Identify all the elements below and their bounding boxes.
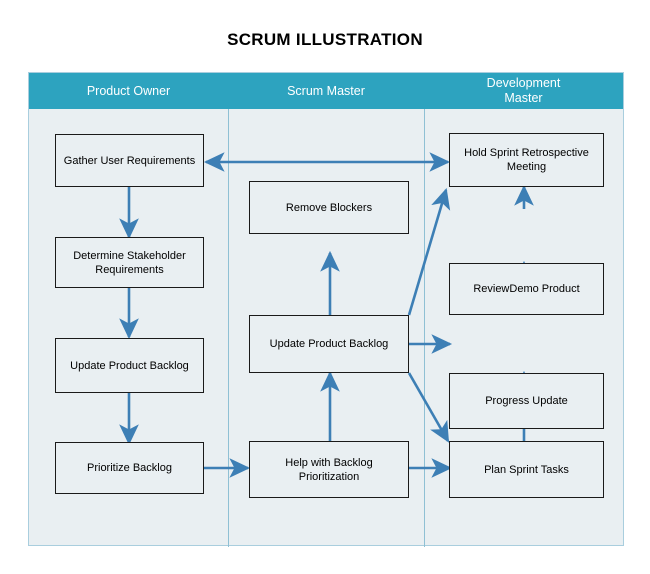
swimlane-header-scrum-master: Scrum Master: [228, 73, 424, 109]
node-label: Progress Update: [485, 395, 568, 407]
node-label: ReviewDemo Product: [473, 283, 580, 295]
node-prioritize-backlog[interactable]: Prioritize Backlog: [55, 442, 204, 494]
node-update-product-backlog-po[interactable]: Update Product Backlog: [55, 338, 204, 393]
node-label: Determine Stakeholder Requirements: [73, 249, 186, 276]
node-hold-sprint-retrospective-meeting[interactable]: Hold Sprint Retrospective Meeting: [449, 133, 604, 187]
node-help-with-backlog-prioritization[interactable]: Help with Backlog Prioritization: [249, 441, 409, 498]
page-title: SCRUM ILLUSTRATION: [227, 30, 423, 49]
node-label: Help with Backlog Prioritization: [285, 456, 373, 483]
node-label: Update Product Backlog: [70, 359, 189, 372]
lane-divider-1: [228, 109, 229, 547]
swimlane-header-label: Product Owner: [86, 83, 171, 98]
lane-divider-2: [424, 109, 425, 547]
node-label: Gather User Requirements: [63, 154, 196, 167]
node-review-demo-product[interactable]: ReviewDemo Product: [449, 263, 604, 315]
node-progress-update[interactable]: Progress Update: [449, 373, 604, 429]
node-determine-stakeholder-requirements[interactable]: Determine Stakeholder Requirements: [55, 237, 204, 288]
swimlane-header-development-master: Development Master: [424, 73, 623, 109]
swimlane-header-label: Scrum Master: [287, 83, 365, 98]
swimlane-header-label: Development Master: [486, 76, 561, 105]
node-label: Update Product Backlog: [269, 338, 389, 350]
node-label: Prioritize Backlog: [87, 462, 172, 474]
node-gather-user-requirements[interactable]: Gather User Requirements: [55, 134, 204, 187]
node-label: Hold Sprint Retrospective Meeting: [464, 147, 589, 173]
swimlane-header-product-owner: Product Owner: [29, 73, 228, 109]
node-update-product-backlog-sm[interactable]: Update Product Backlog: [249, 315, 409, 373]
node-remove-blockers[interactable]: Remove Blockers: [249, 181, 409, 234]
node-label: Plan Sprint Tasks: [484, 463, 569, 476]
swimlane-diagram: Product Owner Scrum Master Development M…: [28, 72, 624, 547]
node-label: Remove Blockers: [285, 201, 373, 214]
node-plan-sprint-tasks[interactable]: Plan Sprint Tasks: [449, 441, 604, 498]
